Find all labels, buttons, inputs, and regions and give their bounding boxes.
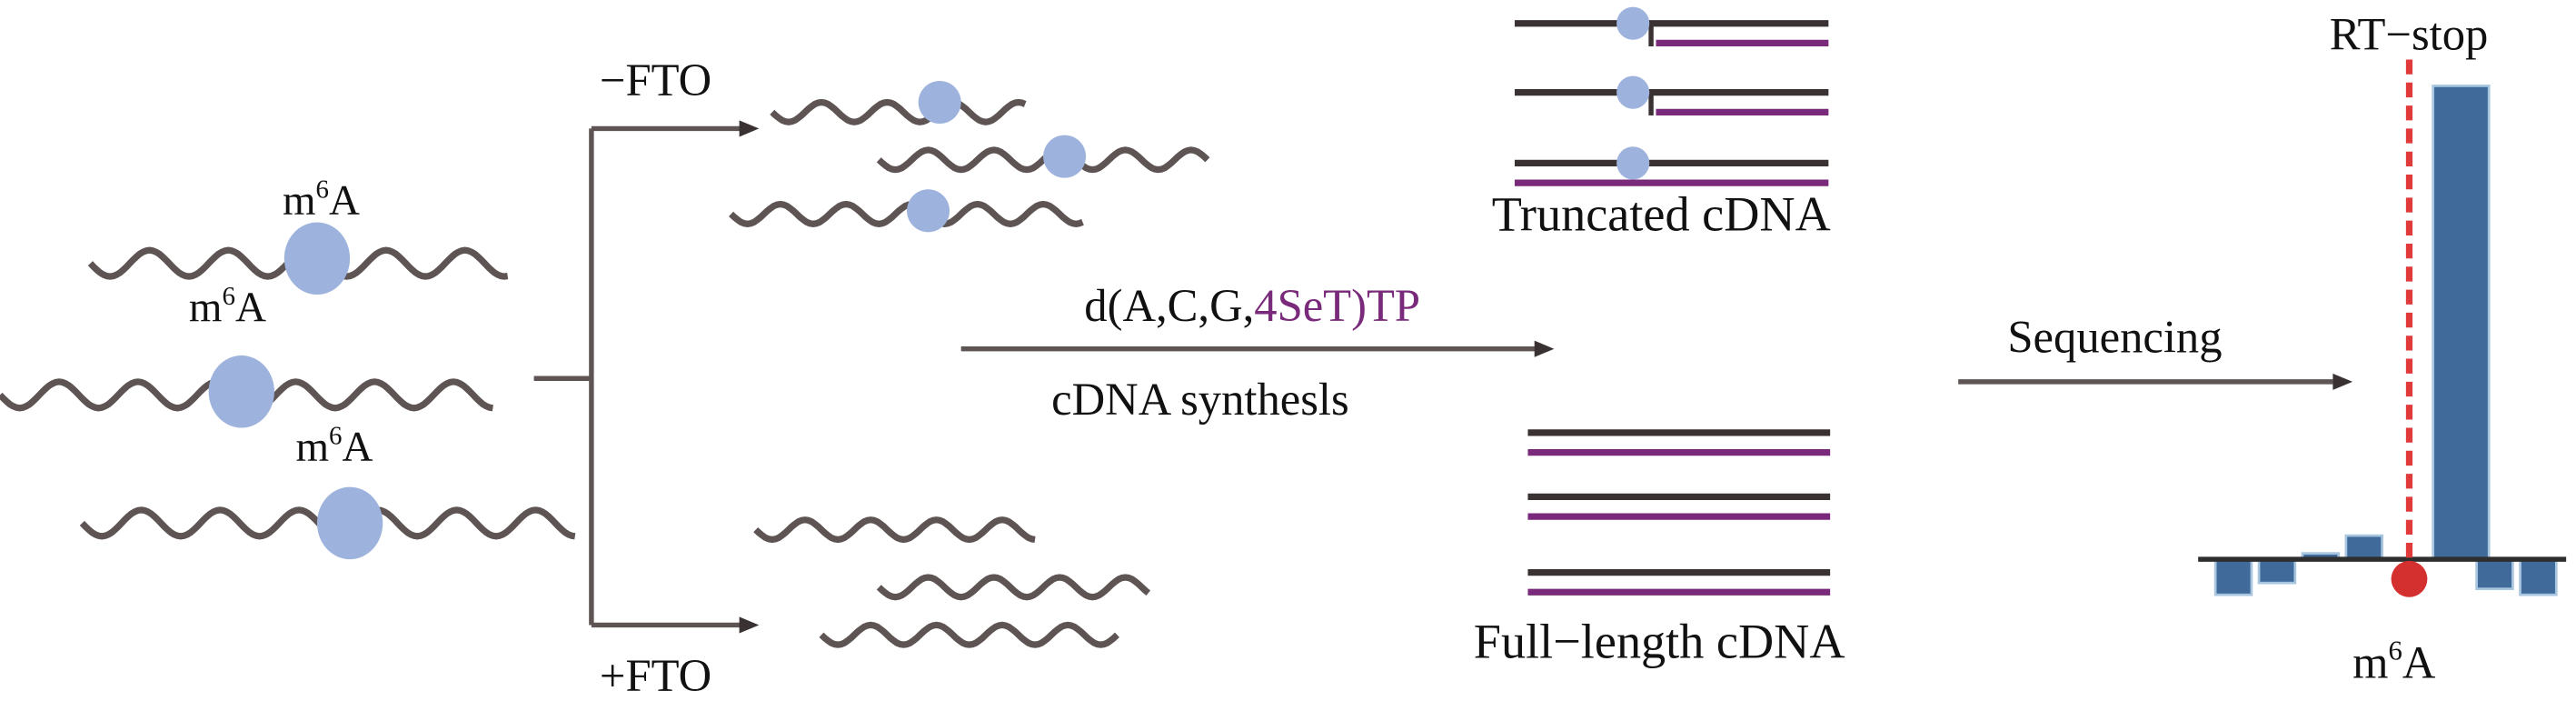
coverage-bar xyxy=(2213,557,2253,596)
reagent-label: d(A,C,G,4SeT)TP xyxy=(1084,280,1420,331)
m6a-dot xyxy=(316,486,383,560)
m6a-label-3: m6A xyxy=(295,422,373,471)
cdna-synthesis-label: cDNA synthesls xyxy=(1051,374,1349,425)
rna-strand xyxy=(729,200,1084,227)
truncated-cdna-label: Truncated cDNA xyxy=(1492,187,1831,242)
sequencing-arrow-head xyxy=(2332,373,2353,390)
rna-strand xyxy=(753,516,1036,544)
m6a-dot xyxy=(1043,135,1087,178)
m6a-dot xyxy=(283,222,351,295)
full-length-cdna-strands xyxy=(1527,429,1831,596)
m6a-site-label: m6A xyxy=(2352,635,2436,687)
rna-strands xyxy=(0,98,1210,648)
rt-stop-label: RT−stop xyxy=(2330,9,2489,60)
branch-connector xyxy=(533,125,743,628)
minus-fto-label: −FTO xyxy=(600,55,711,105)
coverage-bar xyxy=(2257,557,2297,585)
m6a-site-marker xyxy=(2391,560,2428,597)
arrow-head-minus-fto xyxy=(739,120,760,137)
m6a-dots xyxy=(208,80,1087,560)
truncated-cdna-strands xyxy=(1515,6,1829,186)
m6a-dot xyxy=(208,355,274,428)
m6a-dot xyxy=(1616,6,1650,40)
synthesis-arrow-head xyxy=(1534,340,1555,357)
m6a-label-1: m6A xyxy=(283,175,360,224)
m6a-dot xyxy=(907,189,950,233)
m6a-label-2: m6A xyxy=(189,282,266,331)
m6a-dot xyxy=(918,80,961,124)
plus-fto-label: +FTO xyxy=(600,650,711,701)
coverage-bar xyxy=(2519,557,2558,596)
rna-strand xyxy=(819,621,1119,648)
full-length-cdna-label: Full−length cDNA xyxy=(1474,615,1845,669)
arrow-head-plus-fto xyxy=(739,616,760,634)
rna-strand xyxy=(876,574,1151,601)
m6a-dot xyxy=(1616,75,1650,109)
coverage-bar xyxy=(2344,534,2384,561)
coverage-bar xyxy=(2432,85,2491,561)
coverage-bar xyxy=(2475,557,2514,591)
rna-strand xyxy=(770,98,1027,125)
rna-strand xyxy=(876,146,1210,174)
sequencing-label: Sequencing xyxy=(2007,311,2222,362)
rt-stop-plot xyxy=(2198,59,2567,597)
m6a-dot xyxy=(1616,146,1650,180)
